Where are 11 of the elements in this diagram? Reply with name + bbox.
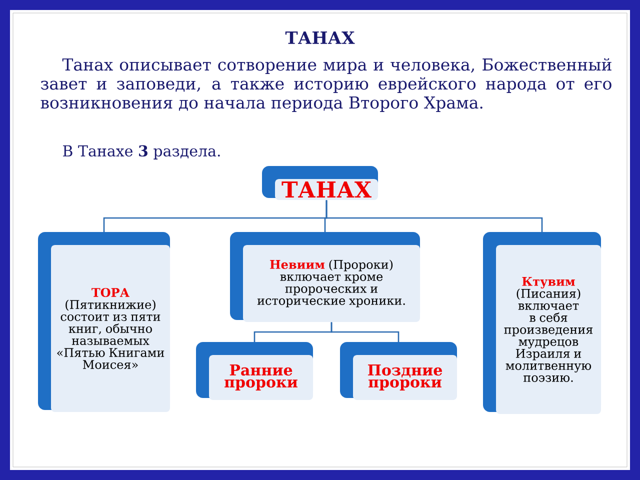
- category-box: Ктувим (Писания) включает в себя произведения мудрецов Израиля и молитвенную поэзию.: [483, 232, 601, 414]
- section-box: Поздние пророки: [340, 342, 457, 400]
- connector: [330, 322, 400, 342]
- sentence: В Танахе 3 раздела.: [63, 145, 220, 160]
- category-box: ТОРА (Пятикнижие) состоит из пяти книг, обычно называемых «Пятью Книгами Моисея»: [38, 232, 170, 412]
- title: ТАНАХ: [285, 32, 355, 44]
- connector: [326, 200, 543, 232]
- section-box: Ранние пророки: [196, 342, 313, 400]
- paragraph: Танах описывает сотворение мира и человека, Божественный завет и заповеди, а также историю еврейского народа от его возникновения до начала периода Второго Храма.: [40, 58, 612, 112]
- category-box: Невиим (Пророки) включает кроме пророческих и исторические хроники.: [230, 232, 420, 322]
- root-box: ТАНАХ: [262, 166, 378, 200]
